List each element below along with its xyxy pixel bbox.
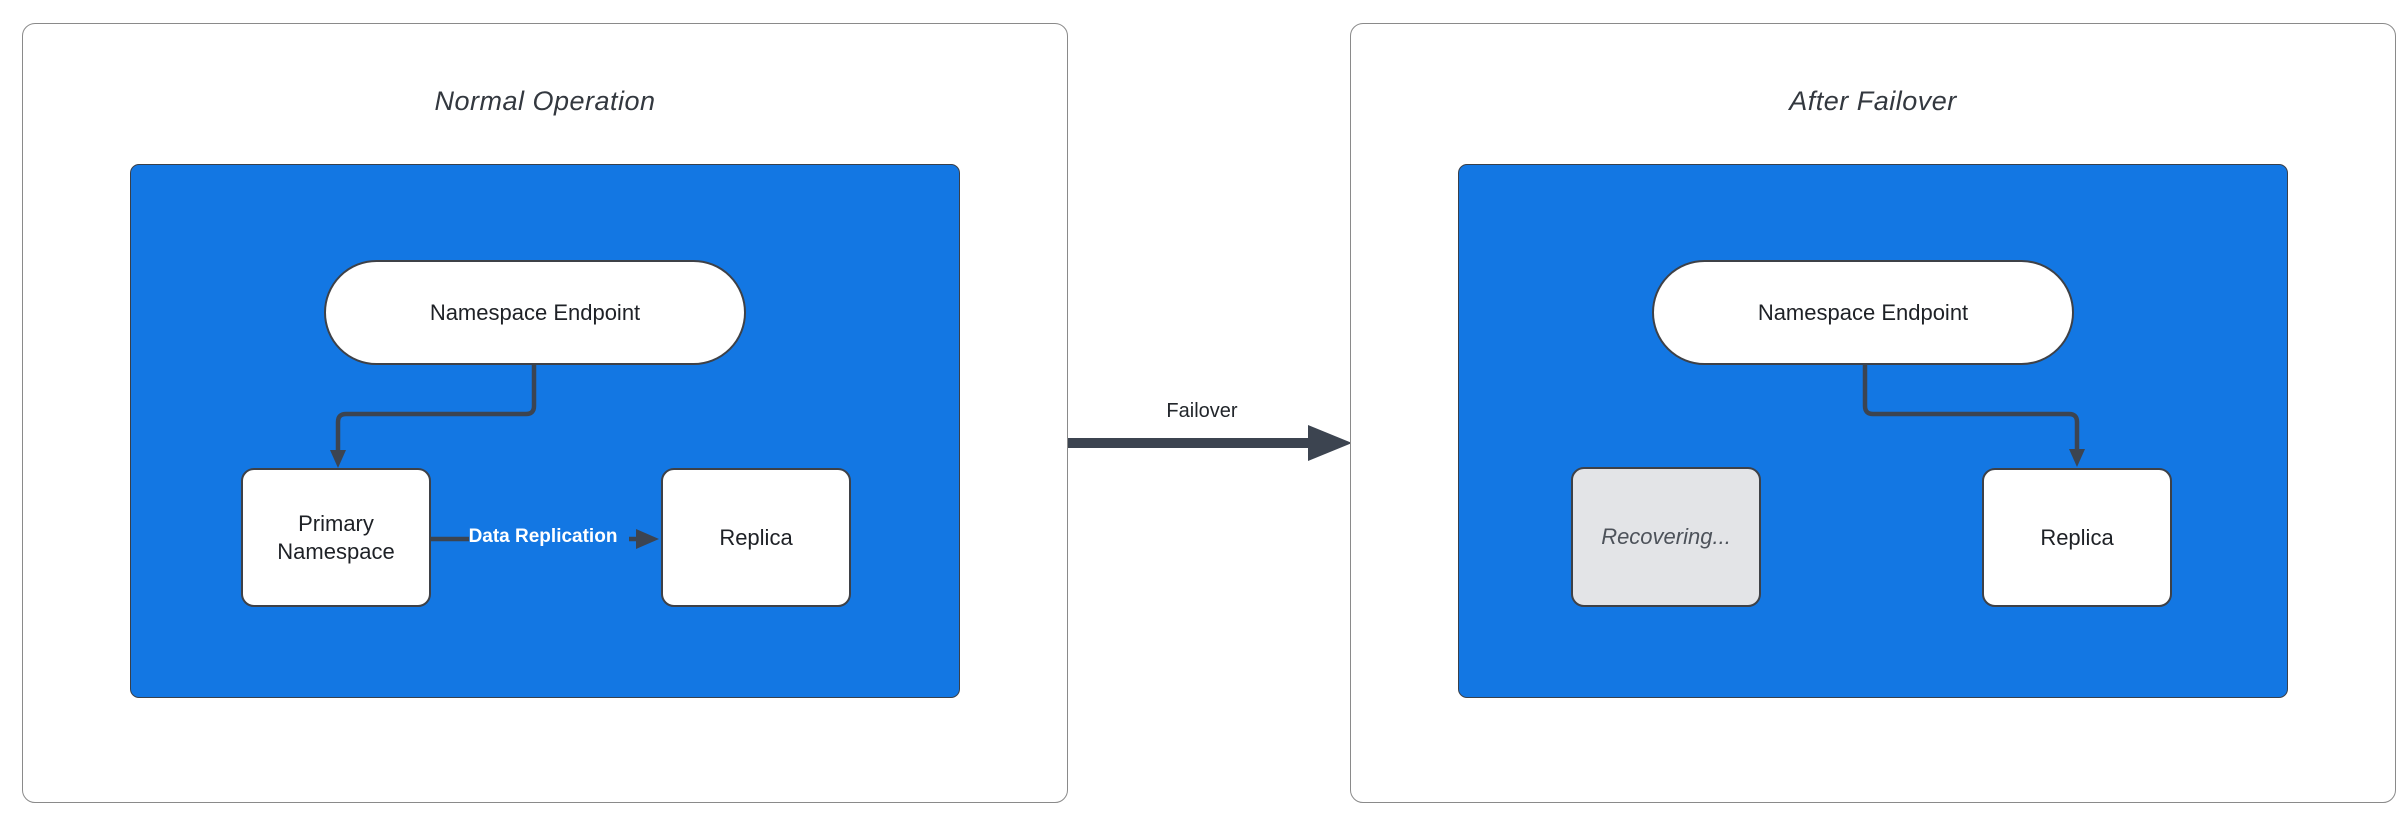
namespace-endpoint-label: Namespace Endpoint <box>429 299 641 325</box>
panel-title: After Failover <box>1789 86 1957 116</box>
arrowhead-down-icon <box>2069 449 2085 467</box>
connector-layer <box>1862 364 2085 467</box>
primary-namespace-label: Primary Namespace <box>277 510 395 564</box>
connector-layer <box>330 365 659 549</box>
arrowhead-down-icon <box>330 450 346 468</box>
failover-arrow-icon <box>1068 425 1352 461</box>
recovering-node: Recovering... <box>1571 467 1761 607</box>
replica-label: Replica <box>2040 524 2114 550</box>
namespace-endpoint-label: Namespace Endpoint <box>1757 299 1969 325</box>
replica-node: Replica <box>1982 468 2172 607</box>
panel-after-failover: After Failover Namespace Endpoint Recove… <box>1350 23 2396 803</box>
panel-title: Normal Operation <box>434 86 656 116</box>
endpoint-to-primary-arrow <box>335 365 537 451</box>
endpoint-to-replica-arrow <box>1862 364 2080 450</box>
data-replication-edge-label: Data Replication <box>468 526 618 547</box>
namespace-endpoint-node: Namespace Endpoint <box>1652 260 2074 365</box>
primary-namespace-node: Primary Namespace <box>241 468 431 607</box>
namespace-endpoint-node: Namespace Endpoint <box>324 260 746 365</box>
panel-normal-operation: Normal Operation Namespace Endpoint Prim… <box>22 23 1068 803</box>
replica-node: Replica <box>661 468 851 607</box>
replica-label: Replica <box>719 524 793 550</box>
failover-transition: Failover <box>1062 400 1354 472</box>
failover-label: Failover <box>1166 400 1238 422</box>
cluster-box: Namespace Endpoint Primary Namespace Rep… <box>130 164 960 698</box>
cluster-box: Namespace Endpoint Recovering... Replica <box>1458 164 2288 698</box>
recovering-label: Recovering... <box>1601 524 1731 549</box>
